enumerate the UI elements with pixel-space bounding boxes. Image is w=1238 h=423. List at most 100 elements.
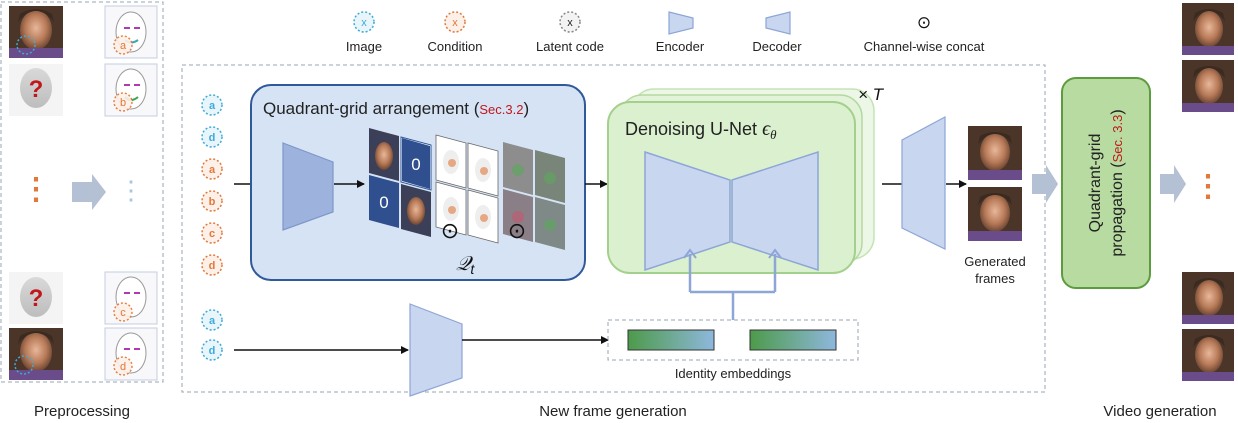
preprocessing-caption: Preprocessing <box>34 403 130 420</box>
embedding-to-unet-connector <box>683 248 782 320</box>
legend-latent-label: Latent code <box>536 39 604 54</box>
legend-condition-label: Condition <box>428 39 483 54</box>
video-frame <box>1182 272 1234 324</box>
image-token-d: d <box>201 126 223 148</box>
token-letter: d <box>209 132 216 144</box>
unknown-frame-bottom: ? <box>9 272 63 324</box>
arrow-to-video <box>1160 165 1186 203</box>
preprocessing-arrow <box>72 174 106 210</box>
zero-left: 0 <box>379 193 388 212</box>
legend-condition-item: x Condition <box>428 11 483 54</box>
input-image-top <box>9 6 63 58</box>
q-t-label: 𝒬t <box>456 253 475 277</box>
unet-epsilon: ϵ <box>762 118 771 140</box>
q-symbol: 𝒬 <box>456 253 474 275</box>
legend-encoder-label: Encoder <box>656 39 705 54</box>
token-letter: b <box>209 196 216 208</box>
encoder-icon <box>668 11 694 35</box>
token-letter: a <box>209 164 216 176</box>
unet-title: Denoising U-Net ϵθ <box>625 118 777 142</box>
input-image-bottom <box>9 328 63 380</box>
quadrant-grid-box: Quadrant-grid arrangement (Sec.3.2) 0 0 <box>250 84 586 281</box>
input-tokens-bottom: ad <box>201 309 223 361</box>
condition-d-bottom: d <box>120 361 126 373</box>
generated-label-1: Generated <box>964 254 1025 269</box>
token-letter: a <box>209 315 216 327</box>
propagation-close: ) <box>1109 109 1126 114</box>
unet-stack: Denoising U-Net ϵθ × T <box>607 85 885 274</box>
input-tokens-top: a d a b c d <box>201 94 223 276</box>
legend-encoder-item: Encoder <box>656 11 705 54</box>
identity-encoder <box>409 303 463 397</box>
condition-b-top: b <box>120 97 126 109</box>
quadrant-title: Quadrant-grid arrangement (Sec.3.2) <box>263 99 529 118</box>
output-decoder <box>901 115 946 250</box>
arrow-to-propagation <box>1032 165 1058 203</box>
latent-grid-noise <box>503 142 565 250</box>
image-token-a: a <box>201 94 223 116</box>
preprocessing-panel: ? a b ⋮ ⋮ ? c <box>0 1 164 420</box>
propagation-box <box>1061 77 1151 289</box>
concat-icon: ⊙ <box>917 13 931 32</box>
video-frames <box>1182 3 1234 381</box>
legend-image-label: Image <box>346 39 382 54</box>
identity-embeddings-box <box>607 319 859 361</box>
legend-concat-label: Channel-wise concat <box>864 39 985 54</box>
latent-grid-faces: 0 0 <box>369 128 432 237</box>
legend-decoder-label: Decoder <box>752 39 802 54</box>
identity-embedding-1 <box>627 329 715 351</box>
preprocessing-ellipsis-left: ⋮ <box>21 173 51 206</box>
propagation-line2-group: propagation (Sec. 3.3) <box>1109 109 1126 256</box>
generated-frame-2 <box>968 187 1022 241</box>
condition-token-c: c <box>201 222 223 244</box>
token-letter: c <box>209 228 215 240</box>
decoder-icon <box>765 11 791 35</box>
unet-title-text: Denoising U-Net <box>625 119 762 139</box>
preprocessing-border <box>0 1 164 383</box>
quadrant-title-close: ) <box>523 99 529 118</box>
quadrant-title-text: Quadrant-grid arrangement ( <box>263 99 480 118</box>
token-letter: d <box>209 260 216 272</box>
latent-grid-conditions <box>435 134 499 244</box>
identity-embeddings-label: Identity embeddings <box>675 366 792 381</box>
quadrant-ref: Sec.3.2 <box>479 102 523 117</box>
condition-token-d: d <box>201 254 223 276</box>
new-frame-caption: New frame generation <box>539 403 687 420</box>
legend-latent-letter: x <box>567 17 573 29</box>
preprocessing-ellipsis-right: ⋮ <box>118 175 144 205</box>
token-letter: d <box>209 345 216 357</box>
image-token-d: d <box>201 339 223 361</box>
q-subscript: t <box>470 261 475 277</box>
condition-token-a: a <box>201 158 223 180</box>
token-letter: a <box>209 100 216 112</box>
propagation-line1: Quadrant-grid <box>1087 134 1104 233</box>
video-caption: Video generation <box>1103 403 1216 420</box>
legend-image-item: x Image <box>346 11 382 54</box>
condition-a-top: a <box>120 40 127 52</box>
legend: x Image x Condition x Latent code Encode… <box>346 11 985 54</box>
video-frame <box>1182 60 1234 112</box>
legend-concat-item: ⊙ Channel-wise concat <box>864 13 985 54</box>
video-frame <box>1182 329 1234 381</box>
legend-condition-letter: x <box>452 17 458 29</box>
video-panel: Quadrant-grid propagation (Sec. 3.3) ⋮ V… <box>1032 3 1234 420</box>
unet-decoder <box>731 150 819 272</box>
image-token-a: a <box>201 309 223 331</box>
propagation-ref: Sec. 3.3 <box>1110 115 1125 163</box>
identity-embedding-2 <box>749 329 837 351</box>
legend-image-letter: x <box>361 17 367 29</box>
generated-label-2: frames <box>975 271 1015 286</box>
times-t-label: × T <box>858 85 885 104</box>
zero-right: 0 <box>411 155 420 174</box>
video-ellipsis: ⋮ <box>1193 170 1223 203</box>
legend-decoder-item: Decoder <box>752 11 802 54</box>
condition-token-b: b <box>201 190 223 212</box>
legend-latent-item: x Latent code <box>536 11 604 54</box>
condition-c-bottom: c <box>120 307 126 319</box>
propagation-label: Quadrant-grid propagation (Sec. 3.3) <box>1087 109 1126 256</box>
video-frame <box>1182 3 1234 55</box>
generated-frame-1 <box>968 126 1022 180</box>
quadrant-encoder <box>282 142 334 231</box>
